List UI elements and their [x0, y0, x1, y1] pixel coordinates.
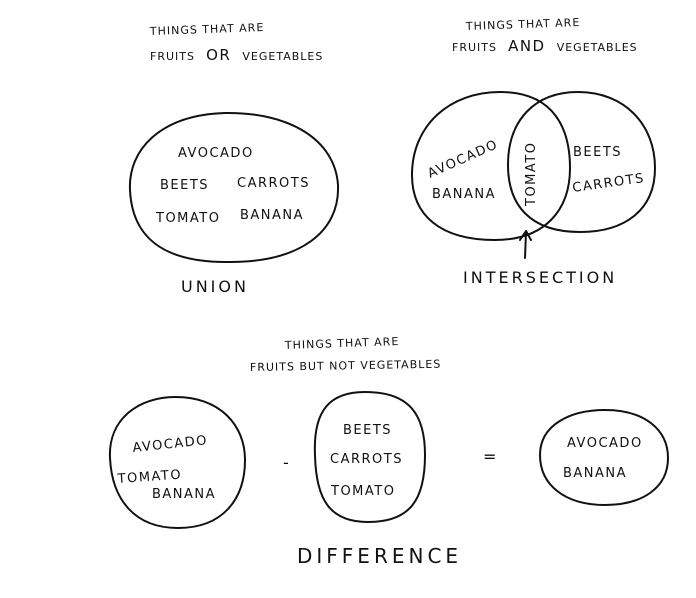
union-item-banana: BANANA	[240, 208, 304, 223]
difference-set-a-tomato: TOMATO	[116, 468, 182, 488]
difference-set-b-circle	[313, 391, 426, 523]
intersection-caption-operator: AND	[508, 37, 546, 55]
union-circle	[128, 111, 340, 264]
intersection-item-beets: BEETS	[573, 145, 622, 160]
difference-result-circle	[539, 409, 669, 506]
intersection-arrow	[519, 230, 532, 259]
difference-label: DIFFERENCE	[297, 544, 462, 568]
difference-caption-line1: THINGS THAT ARE	[284, 335, 400, 352]
intersection-caption-fruits: FRUITS	[452, 41, 497, 54]
intersection-right-circle	[507, 91, 656, 233]
difference-set-a-avocado: AVOCADO	[132, 433, 209, 456]
union-caption-line1: THINGS THAT ARE	[149, 21, 265, 38]
intersection-label: INTERSECTION	[463, 268, 617, 287]
difference-set-a-circle	[108, 396, 246, 529]
intersection-left-circle	[411, 91, 571, 241]
intersection-section: THINGS THAT ARE FRUITS AND VEGETABLES AV…	[411, 16, 656, 287]
union-caption-vegetables: VEGETABLES	[242, 50, 323, 63]
union-caption-fruits: FRUITS	[150, 50, 195, 63]
union-section: THINGS THAT ARE FRUITS OR VEGETABLES AVO…	[128, 21, 340, 296]
intersection-caption-line1: THINGS THAT ARE	[465, 16, 581, 33]
difference-caption-line2: FRUITS BUT NOT VEGETABLES	[250, 358, 442, 374]
intersection-caption-vegetables: VEGETABLES	[557, 41, 638, 54]
union-label: UNION	[181, 277, 249, 296]
union-item-avocado: AVOCADO	[178, 146, 254, 161]
intersection-item-carrots: CARROTS	[571, 171, 645, 196]
intersection-item-tomato: TOMATO	[524, 142, 539, 207]
union-item-carrots: CARROTS	[237, 176, 310, 191]
difference-set-a-banana: BANANA	[152, 487, 216, 502]
difference-result-avocado: AVOCADO	[567, 436, 643, 451]
union-caption-operator: OR	[206, 46, 231, 64]
union-caption-line2: FRUITS OR VEGETABLES	[150, 45, 323, 64]
difference-minus-symbol: -	[283, 453, 292, 472]
difference-result-banana: BANANA	[563, 466, 627, 481]
intersection-caption-line2: FRUITS AND VEGETABLES	[452, 36, 638, 55]
difference-set-b-beets: BEETS	[343, 423, 392, 438]
intersection-item-banana: BANANA	[432, 187, 496, 202]
union-item-beets: BEETS	[160, 178, 209, 193]
difference-set-b-carrots: CARROTS	[330, 452, 403, 467]
difference-section: THINGS THAT ARE FRUITS BUT NOT VEGETABLE…	[108, 335, 669, 568]
union-item-tomato: TOMATO	[155, 211, 220, 226]
difference-set-b-tomato: TOMATO	[330, 484, 395, 499]
intersection-item-avocado: AVOCADO	[426, 137, 501, 181]
difference-equals-symbol: =	[483, 447, 499, 466]
